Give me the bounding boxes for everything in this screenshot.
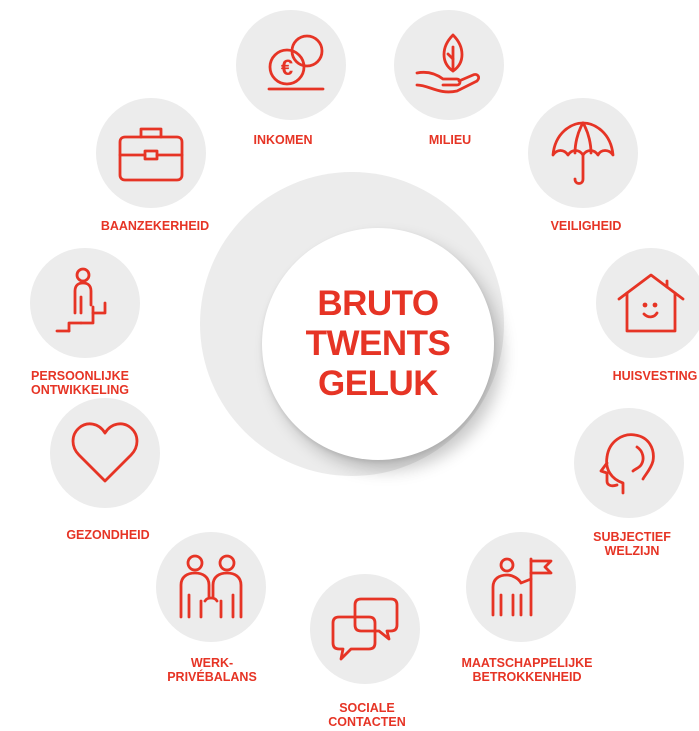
category-label-line: PERSOONLIJKE — [31, 369, 129, 383]
category-bubble-gezondheid — [50, 398, 160, 508]
category-label-milieu: MILIEU — [429, 133, 471, 147]
category-label-veiligheid: VEILIGHEID — [551, 219, 622, 233]
category-label-line: INKOMEN — [253, 133, 313, 147]
category-bubble-maatschappelijke-betrokkenheid — [466, 532, 576, 642]
svg-text:€: € — [281, 55, 293, 80]
two-people-icon — [179, 554, 243, 619]
category-label-line: CONTACTEN — [328, 715, 406, 729]
heart-icon — [71, 422, 139, 483]
category-bubble-subjectief-welzijn — [574, 408, 684, 518]
category-label-line: VEILIGHEID — [550, 219, 622, 233]
category-label-line: SUBJECTIEF — [593, 530, 671, 544]
category-label-line: MILIEU — [428, 133, 472, 147]
category-label-huisvesting: HUISVESTING — [613, 369, 698, 383]
briefcase-icon — [118, 127, 184, 182]
center-title-line-2: TWENTS — [305, 324, 451, 363]
category-bubble-veiligheid — [528, 98, 638, 208]
person-stairs-icon — [55, 267, 107, 333]
category-label-line: PRIVÉBALANS — [167, 670, 257, 684]
umbrella-icon — [551, 121, 615, 185]
category-label-line: BAANZEKERHEID — [100, 219, 210, 233]
category-bubble-persoonlijke-ontwikkeling — [30, 248, 140, 358]
smiling-house-icon — [617, 273, 685, 333]
category-label-line: WELZIJN — [604, 544, 660, 558]
hand-leaf-icon — [415, 33, 481, 94]
category-bubble-sociale-contacten — [310, 574, 420, 684]
category-label-line: SOCIALE — [339, 701, 395, 715]
category-bubble-werk-privebalans — [156, 532, 266, 642]
center-title-line-3: GELUK — [318, 364, 439, 403]
category-label-line: GEZONDHEID — [66, 528, 150, 542]
speech-bubbles-icon — [331, 597, 399, 661]
category-label-line: HUISVESTING — [612, 369, 698, 383]
head-profile-icon — [599, 433, 655, 495]
category-label-line: BETROKKENHEID — [472, 670, 582, 684]
category-label-werk-privebalans: WERK-PRIVÉBALANS — [167, 656, 257, 684]
category-bubble-huisvesting — [596, 248, 699, 358]
category-label-line: WERK- — [190, 656, 234, 670]
euro-coins-icon: € — [267, 34, 325, 91]
center-title-line-1: BRUTO — [317, 284, 439, 323]
category-label-inkomen: INKOMEN — [253, 133, 312, 147]
center-circle: BRUTO TWENTS GELUK — [262, 228, 494, 460]
category-label-gezondheid: GEZONDHEID — [66, 528, 149, 542]
category-label-baanzekerheid: BAANZEKERHEID — [101, 219, 209, 233]
category-bubble-inkomen: € — [236, 10, 346, 120]
person-flag-icon — [491, 557, 553, 617]
category-bubble-baanzekerheid — [96, 98, 206, 208]
category-label-line: MAATSCHAPPELIJKE — [461, 656, 593, 670]
category-bubble-milieu — [394, 10, 504, 120]
category-label-line: ONTWIKKELING — [31, 383, 129, 397]
